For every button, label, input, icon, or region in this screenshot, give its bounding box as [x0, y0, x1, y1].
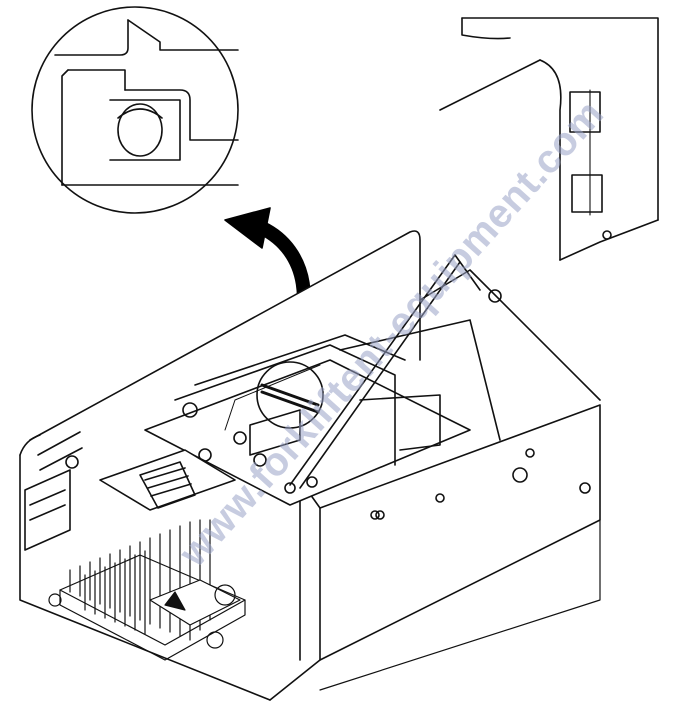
side-mount	[24, 455, 79, 551]
control-module	[144, 254, 501, 506]
detail-magnifier	[31, 6, 239, 214]
pin-array	[48, 519, 246, 661]
detail-marker-circle	[256, 361, 324, 429]
bolt	[370, 510, 380, 520]
inset-panel	[439, 17, 659, 261]
connector-block	[99, 449, 236, 511]
